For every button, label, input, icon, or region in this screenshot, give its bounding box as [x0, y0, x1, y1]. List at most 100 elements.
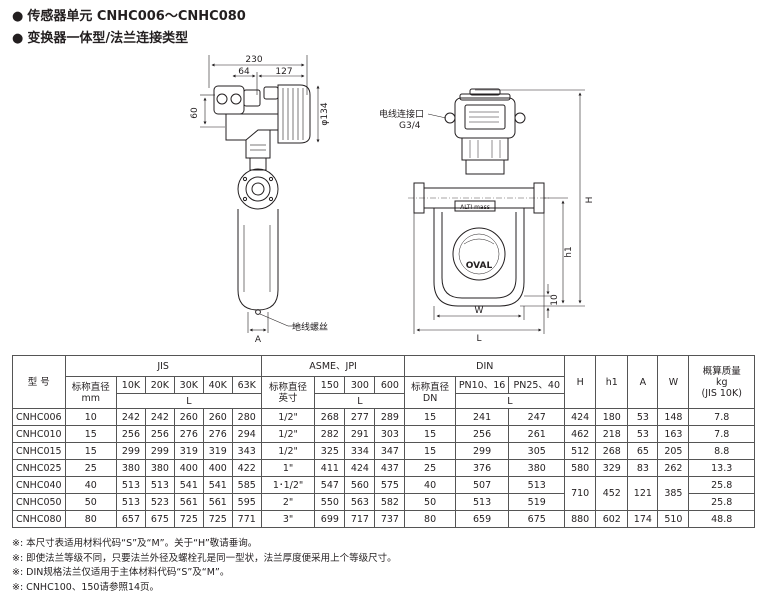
cell-din-L: 380	[508, 459, 566, 477]
dim-60: 60	[190, 107, 200, 119]
label-ground-screw: 地线螺丝	[292, 321, 328, 333]
nominal-dn-label: 标称直径	[411, 381, 450, 393]
cell-asme-L: 289	[374, 408, 406, 426]
cell-mass: 8.8	[688, 442, 755, 460]
cell-asme-L: 582	[374, 493, 406, 511]
cell-din-L: 247	[508, 408, 566, 426]
dim-A: A	[255, 335, 262, 345]
cell-din-nominal: 40	[404, 476, 456, 494]
cell-jis-L: 725	[202, 510, 233, 528]
cell-model: CNHC025	[12, 459, 66, 477]
cell-W: 385	[657, 476, 690, 511]
cell-jis-L: 299	[144, 442, 175, 460]
header-asme-grade: 150	[314, 376, 346, 394]
cell-din-L: 256	[454, 425, 510, 443]
header-nominal-in: 标称直径 英寸	[260, 376, 316, 409]
cell-jis-L: 657	[115, 510, 146, 528]
cell-model: CNHC040	[12, 476, 66, 494]
cell-asme-L: 282	[314, 425, 346, 443]
cell-din-L: 675	[508, 510, 566, 528]
header-nominal-mm: 标称直径 mm	[64, 376, 117, 409]
cell-din-L: 376	[454, 459, 510, 477]
mass-line2: kg	[715, 376, 728, 388]
cell-jis-L: 343	[231, 442, 262, 460]
cell-A: 65	[627, 442, 659, 460]
header-din-grade: PN25、40	[508, 376, 566, 394]
header-asme-grade: 300	[344, 376, 376, 394]
dim-127: 127	[275, 67, 292, 77]
label-conduit: 电线连接口	[379, 108, 424, 120]
cell-jis-L: 260	[173, 408, 204, 426]
cell-din-L: 513	[454, 493, 510, 511]
cell-din-L: 261	[508, 425, 566, 443]
cell-W: 510	[657, 510, 690, 528]
cell-h1: 452	[595, 476, 629, 511]
cell-asme-nominal: 1･1/2"	[260, 476, 316, 494]
cell-W: 163	[657, 425, 690, 443]
dim-W: W	[475, 306, 484, 316]
cell-model: CNHC050	[12, 493, 66, 511]
cell-jis-L: 260	[202, 408, 233, 426]
cell-h1: 602	[595, 510, 629, 528]
cell-asme-L: 291	[344, 425, 376, 443]
cell-din-nominal: 80	[404, 510, 456, 528]
cell-jis-L: 513	[144, 476, 175, 494]
cell-asme-L: 717	[344, 510, 376, 528]
cell-jis-L: 319	[202, 442, 233, 460]
header-asme: ASME、JPI	[260, 355, 406, 377]
cell-asme-nominal: 2"	[260, 493, 316, 511]
cell-asme-nominal: 3"	[260, 510, 316, 528]
cell-jis-L: 256	[144, 425, 175, 443]
cell-asme-nominal: 1"	[260, 459, 316, 477]
footnote: ※: 即使法兰等级不同，只要法兰外径及螺栓孔是同一型状，法兰厚度便采用上个等级尺…	[12, 552, 397, 564]
cell-asme-L: 547	[314, 476, 346, 494]
cell-jis-L: 725	[173, 510, 204, 528]
cell-asme-L: 268	[314, 408, 346, 426]
cell-H: 462	[564, 425, 597, 443]
cell-model: CNHC010	[12, 425, 66, 443]
cell-jis-nominal: 15	[64, 425, 117, 443]
plate-text: ALTI mass	[460, 204, 490, 211]
cell-asme-L: 347	[374, 442, 406, 460]
cell-W: 262	[657, 459, 690, 477]
nominal-mm-label: 标称直径	[71, 381, 110, 393]
cell-jis-L: 595	[231, 493, 262, 511]
footnote: ※: DIN规格法兰仅适用于主体材料代码“S”及“M”。	[12, 567, 230, 578]
cell-din-L: 507	[454, 476, 510, 494]
cell-jis-nominal: 15	[64, 442, 117, 460]
cell-asme-L: 575	[374, 476, 406, 494]
header-jis: JIS	[64, 355, 262, 377]
dim-phi134: φ134	[320, 102, 330, 125]
dim-h1: h1	[564, 246, 574, 257]
header-nominal-dn: 标称直径 DN	[404, 376, 456, 409]
cell-jis-L: 276	[202, 425, 233, 443]
cell-asme-L: 699	[314, 510, 346, 528]
cell-din-nominal: 15	[404, 408, 456, 426]
cell-A: 53	[627, 408, 659, 426]
dimension-drawing: 230 64 127 60 φ134	[190, 55, 595, 345]
header-din: DIN	[404, 355, 566, 377]
cell-din-L: 519	[508, 493, 566, 511]
heading-text: 传感器单元 CNHC006～CNHC080	[27, 9, 246, 24]
cell-jis-nominal: 25	[64, 459, 117, 477]
nominal-in-label: 标称直径	[269, 381, 308, 393]
cell-mass: 48.8	[688, 510, 755, 528]
cell-jis-nominal: 10	[64, 408, 117, 426]
cell-asme-L: 550	[314, 493, 346, 511]
cell-asme-nominal: 1/2"	[260, 408, 316, 426]
cell-mass: 7.8	[688, 425, 755, 443]
cell-jis-nominal: 50	[64, 493, 117, 511]
dim-10: 10	[550, 294, 560, 306]
dim-L: L	[476, 334, 481, 344]
cell-jis-L: 299	[115, 442, 146, 460]
cell-din-nominal: 25	[404, 459, 456, 477]
oval-logo: OVAL	[466, 261, 493, 271]
cell-h1: 268	[595, 442, 629, 460]
cell-jis-L: 294	[231, 425, 262, 443]
mass-line1: 概算质量	[702, 365, 741, 377]
cell-h1: 180	[595, 408, 629, 426]
